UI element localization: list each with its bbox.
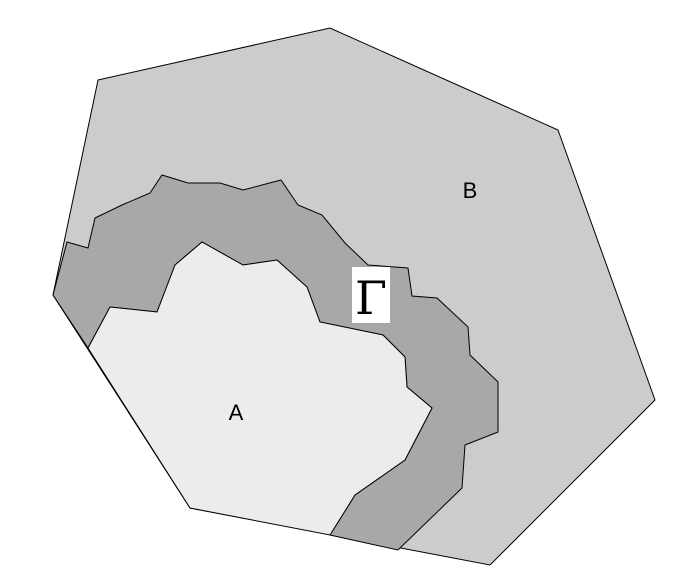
region-a-label: A	[229, 400, 244, 425]
region-a	[87, 241, 433, 536]
gamma-label-background	[352, 267, 390, 323]
region-b-label: B	[463, 178, 478, 203]
gamma-label: Γ	[355, 271, 387, 325]
